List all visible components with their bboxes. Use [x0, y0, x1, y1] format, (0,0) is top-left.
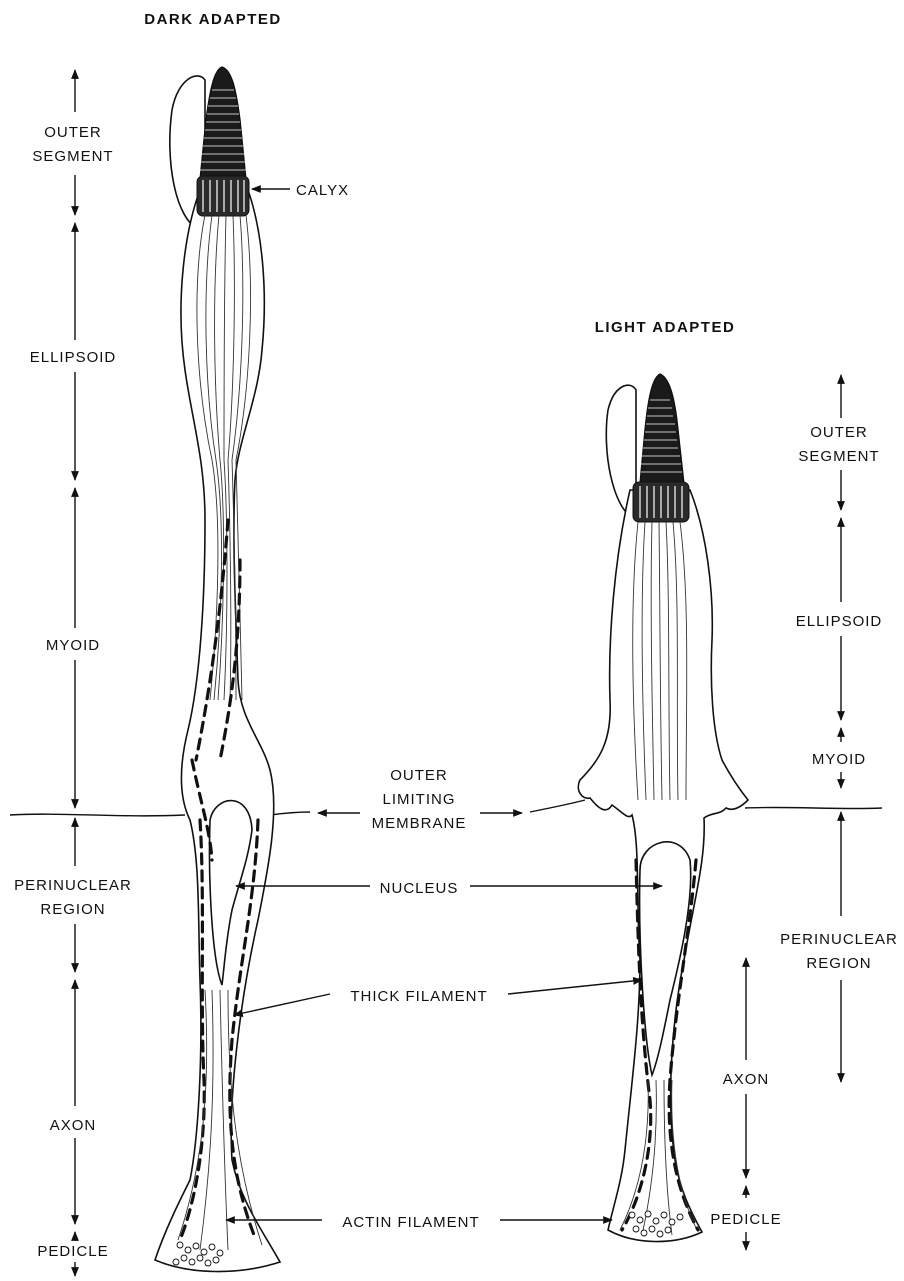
dark-region-scale: OUTER SEGMENT ELLIPSOID MYOID PERINUCLEA…: [14, 70, 132, 1276]
dark-adapted-title: DARK ADAPTED: [144, 11, 281, 28]
light-myoid-label: MYOID: [812, 751, 866, 768]
light-perinuclear-label-2: REGION: [806, 955, 871, 972]
olm-label-2: LIMITING: [382, 791, 455, 808]
light-adapted-cone: [578, 374, 748, 1242]
dark-outer-segment-label-1: OUTER: [44, 124, 102, 141]
olm-label-3: MEMBRANE: [372, 815, 467, 832]
outer-limiting-membrane-line-left: [10, 814, 185, 816]
dark-perinuclear-label-2: REGION: [40, 901, 105, 918]
dark-axon-label: AXON: [50, 1117, 97, 1134]
olm-label-1: OUTER: [390, 767, 448, 784]
outer-limiting-membrane-line-right-b: [745, 807, 882, 808]
outer-limiting-membrane-line-right: [530, 800, 585, 812]
thick-filament-arrow-right: [508, 980, 642, 994]
thick-filament-arrow-left: [234, 994, 330, 1015]
light-outer-segment: [640, 374, 684, 484]
dark-perinuclear-label-1: PERINUCLEAR: [14, 877, 132, 894]
light-outer-segment-label-1: OUTER: [810, 424, 868, 441]
light-perinuclear-label-1: PERINUCLEAR: [780, 931, 898, 948]
dark-ellipsoid-label: ELLIPSOID: [30, 349, 117, 366]
actin-filament-label: ACTIN FILAMENT: [342, 1214, 479, 1231]
light-outer-segment-label-2: SEGMENT: [798, 448, 879, 465]
dark-outer-segment-label-2: SEGMENT: [32, 148, 113, 165]
light-axon-label: AXON: [723, 1071, 770, 1088]
dark-myoid-label: MYOID: [46, 637, 100, 654]
dark-calyx: [197, 176, 249, 216]
outer-limiting-membrane-line-left-b: [270, 812, 310, 815]
dark-adapted-cone: [155, 67, 280, 1272]
calyx-label: CALYX: [296, 182, 349, 199]
light-pedicle-label: PEDICLE: [710, 1211, 781, 1228]
dark-cell-body: [155, 190, 280, 1272]
dark-pedicle-label: PEDICLE: [37, 1243, 108, 1260]
light-ellipsoid-label: ELLIPSOID: [796, 613, 883, 630]
light-adapted-title: LIGHT ADAPTED: [595, 319, 736, 336]
light-region-scale: OUTER SEGMENT ELLIPSOID MYOID PERINUCLEA…: [710, 375, 897, 1250]
thick-filament-label: THICK FILAMENT: [350, 988, 487, 1005]
nucleus-label: NUCLEUS: [380, 880, 459, 897]
dark-outer-segment: [200, 67, 246, 180]
